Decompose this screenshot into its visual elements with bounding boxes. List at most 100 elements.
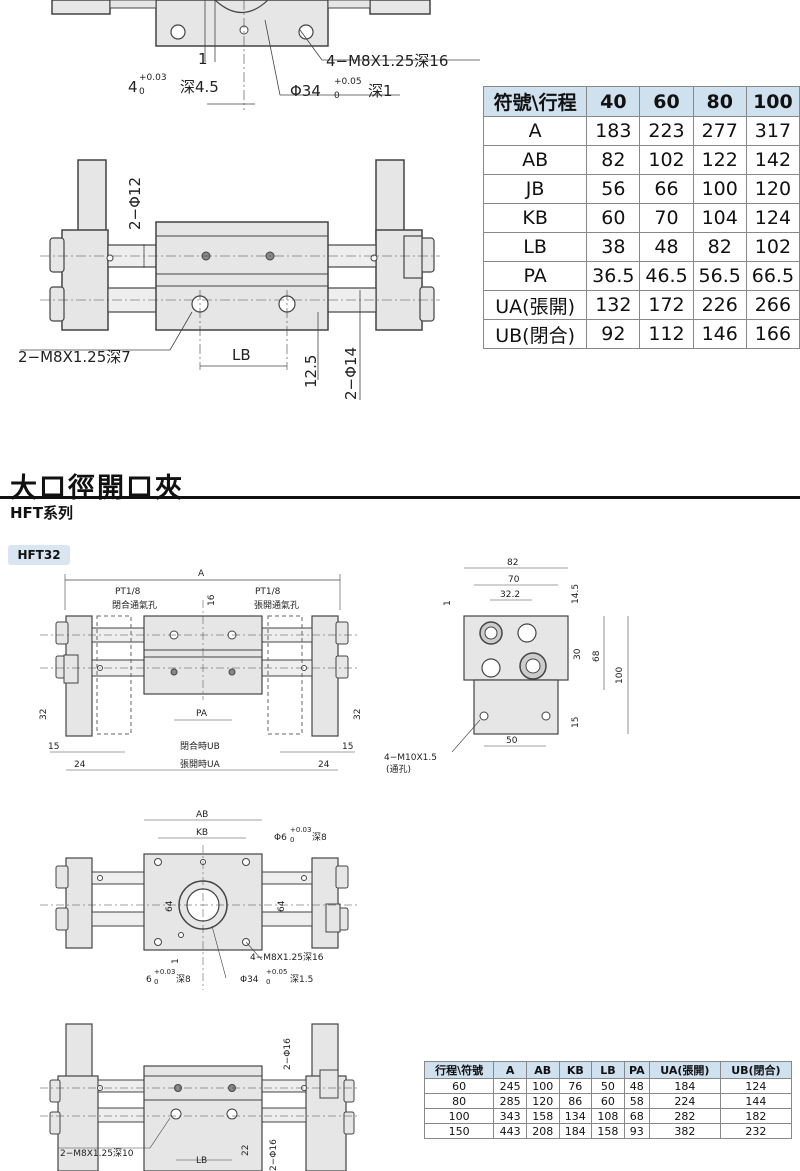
drawing-top-view-upper: 1 4−M8X1.25深16 4 +0.03 0 深4.5 Φ34 +0.05 …	[51, 0, 480, 110]
table-cell: 343	[493, 1108, 527, 1124]
dim-64-right: 64	[277, 900, 287, 912]
dim-15-right: 15	[342, 742, 353, 752]
table-cell: 48	[639, 232, 694, 262]
table-cell: 134	[558, 1108, 593, 1124]
table-cell: 80	[423, 1093, 495, 1109]
table-cell: 66.5	[745, 261, 800, 291]
table-cell: 182	[719, 1108, 793, 1124]
dim-hole-fit: 6	[146, 975, 152, 985]
header-cell: UB(閉合)	[719, 1061, 793, 1079]
section-divider	[0, 496, 800, 499]
drawing-hft32-end-view: 82 70 32.2 1 14.5 30 68 100 15 50 4−M10X…	[384, 558, 629, 775]
dim-hole-fit-tol2: 0	[139, 87, 145, 97]
series-label: HFT系列	[10, 504, 74, 522]
dim-1: 1	[443, 600, 453, 606]
table-cell: 285	[493, 1093, 527, 1109]
spec-table-upper-header: 符號\行程 40 60 80 100	[482, 86, 800, 117]
table-cell: 102	[639, 145, 694, 175]
table-cell: 60	[586, 203, 641, 233]
dim-pa: PA	[196, 709, 208, 719]
table-cell: AB	[482, 145, 588, 175]
dim-bore-tol: +0.05	[334, 77, 362, 87]
table-cell: 38	[586, 232, 641, 262]
dim-pin-depth: 深8	[312, 832, 327, 843]
table-cell: 382	[648, 1123, 721, 1139]
dim-thread-end: 4−M10X1.5	[384, 753, 437, 763]
dim-hole-fit-tol2: 0	[154, 978, 158, 986]
header-cell: UA(張開)	[648, 1061, 721, 1079]
table-cell: 120	[525, 1093, 560, 1109]
dim-32-2: 32.2	[500, 590, 520, 600]
table-cell: 144	[719, 1093, 793, 1109]
table-cell: 224	[648, 1093, 721, 1109]
dim-thread-note: (通孔)	[386, 764, 411, 775]
dim-pin-tol: +0.03	[290, 826, 311, 834]
dim-thread-top: 4−M8X1.25深16	[326, 52, 448, 70]
dim-32-left: 32	[39, 709, 49, 720]
dim-22: 22	[241, 1145, 251, 1156]
table-cell: 158	[591, 1123, 625, 1139]
dim-15-left: 15	[48, 742, 59, 752]
dim-bore-tol2: 0	[266, 978, 270, 986]
dim-lb-2: LB	[196, 1156, 207, 1166]
table-cell: 166	[745, 319, 800, 349]
table-cell: 60	[423, 1078, 495, 1094]
table-cell: 100	[423, 1108, 495, 1124]
dim-pin: Φ6	[274, 833, 287, 843]
port-right-label: 張開通氣孔	[254, 599, 299, 611]
table-cell: 245	[493, 1078, 527, 1094]
table-cell: 184	[558, 1123, 593, 1139]
dim-hole-fit: 4	[128, 78, 138, 96]
table-cell: 232	[719, 1123, 793, 1139]
dim-82: 82	[507, 558, 518, 568]
dim-bore-tol2: 0	[334, 91, 340, 101]
table-cell: 66	[639, 174, 694, 204]
table-cell: 46.5	[639, 261, 694, 291]
dim-rod-diameter: 2−Φ14	[342, 347, 360, 400]
table-cell: 58	[623, 1093, 650, 1109]
table-cell: 76	[558, 1078, 593, 1094]
table-cell: 56.5	[692, 261, 747, 291]
drawing-hft32-front: A PT1/8 閉合通氣孔 PT1/8 張開通氣孔 16 PA 32 32 15…	[39, 569, 363, 771]
dim-100: 100	[615, 667, 625, 684]
table-cell: A	[482, 116, 588, 146]
dim-70: 70	[508, 575, 520, 585]
table-cell: UA(張開)	[482, 290, 588, 320]
dim-50: 50	[506, 736, 518, 746]
header-cell: 40	[586, 86, 641, 117]
table-cell: 172	[639, 290, 694, 320]
table-cell: 150	[423, 1123, 495, 1139]
dim-bore-depth: 深1.5	[290, 974, 313, 985]
table-cell: 104	[692, 203, 747, 233]
header-cell: A	[493, 1061, 527, 1079]
header-cell: AB	[525, 1061, 560, 1079]
header-cell: 100	[745, 86, 800, 117]
table-cell: 122	[692, 145, 747, 175]
table-cell: 208	[525, 1123, 560, 1139]
table-cell: JB	[482, 174, 588, 204]
port-left: PT1/8	[115, 587, 141, 597]
dim-one: 1	[198, 50, 208, 68]
table-cell: 60	[591, 1093, 625, 1109]
header-cell: KB	[558, 1061, 593, 1079]
drawing-side-view-upper: 2−Φ12 2−M8X1.25深7 LB 12.5 2−Φ14	[18, 159, 440, 400]
drawing-hft32-top-view: AB KB Φ6 +0.03 0 深8 64 64 1 4−M8X1.25深16…	[40, 810, 360, 990]
dim-lb: LB	[232, 346, 251, 364]
dim-thread-side: 2−M8X1.25深7	[18, 348, 131, 366]
table-cell: 184	[648, 1078, 721, 1094]
dim-30: 30	[573, 648, 583, 660]
table-cell: 443	[493, 1123, 527, 1139]
dim-hole-fit-tol: +0.03	[154, 968, 175, 976]
table-cell: 108	[591, 1108, 625, 1124]
table-cell: 158	[525, 1108, 560, 1124]
header-cell: PA	[623, 1061, 650, 1079]
table-cell: 146	[692, 319, 747, 349]
